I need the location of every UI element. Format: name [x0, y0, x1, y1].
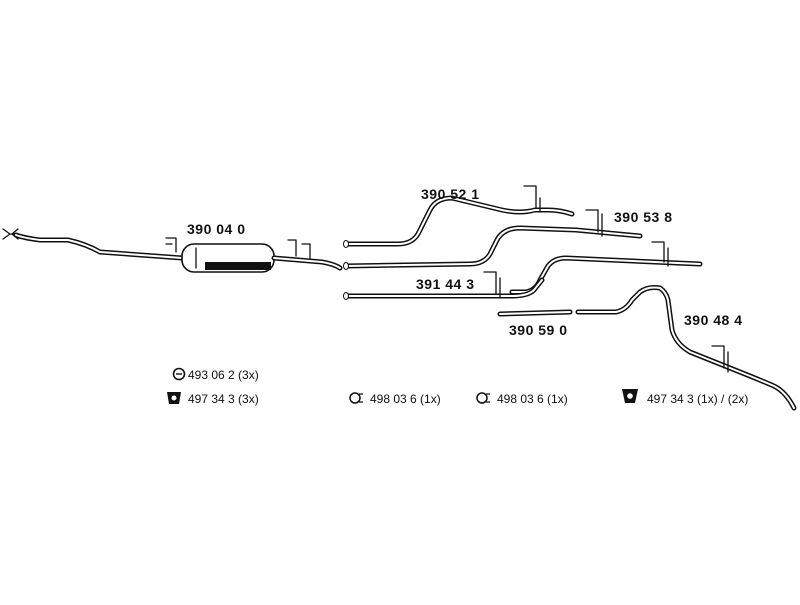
- accessory-label: 497 34 3 (1x) / (2x): [647, 392, 749, 406]
- part-number-390-59-0: 390 59 0: [509, 322, 568, 338]
- accessory-label: 497 34 3 (3x): [188, 392, 259, 406]
- rubber-hanger-icon: [167, 392, 181, 404]
- part-number-390-52-1: 390 52 1: [421, 186, 480, 202]
- pipe-clamp-icon: [349, 392, 363, 404]
- front-pipe: [13, 232, 185, 261]
- pipe-clamp-icon: [476, 392, 490, 404]
- middle-silencer: [165, 237, 343, 273]
- rubber-hanger-icon: [622, 389, 638, 403]
- accessory-label: 498 03 6 (1x): [497, 392, 568, 406]
- part-number-391-44-3: 391 44 3: [416, 276, 475, 292]
- pipe-391-44-3: [343, 271, 545, 300]
- accessory-label: 498 03 6 (1x): [370, 392, 441, 406]
- pipe-390-53-8: [343, 209, 643, 270]
- accessory-label: 493 06 2 (3x): [188, 368, 259, 382]
- clamp-ring-icon: [172, 367, 186, 381]
- part-number-390-53-8: 390 53 8: [614, 209, 673, 225]
- part-number-390-04-0: 390 04 0: [187, 221, 246, 237]
- pipe-390-48-4: [575, 285, 797, 411]
- pipe-390-59-0: [497, 309, 573, 317]
- part-number-390-48-4: 390 48 4: [684, 312, 743, 328]
- pipe-390-52-1: [343, 185, 575, 248]
